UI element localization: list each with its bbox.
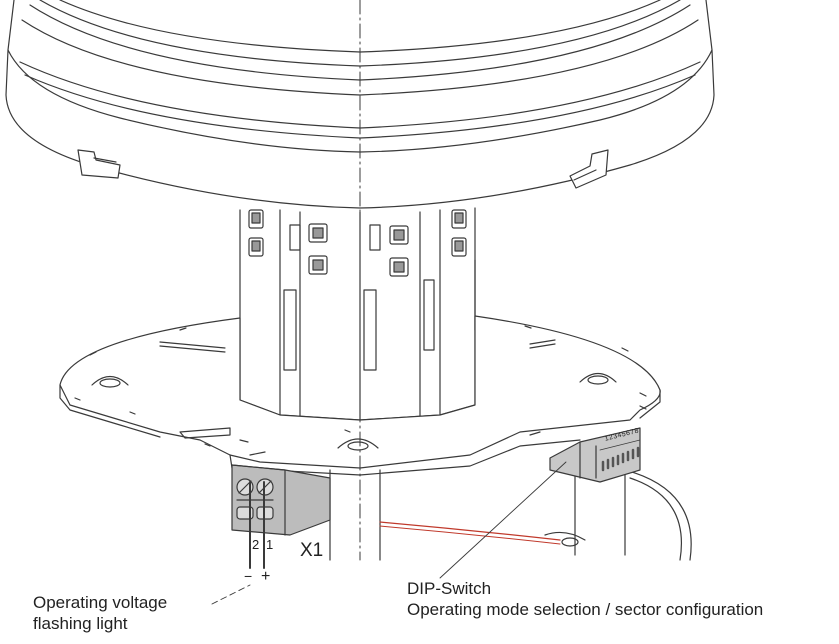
pin-label-1: 1 xyxy=(266,537,274,552)
label-dip-switch-line1: DIP-Switch xyxy=(407,579,492,598)
label-dip-switch: DIP-Switch Operating mode selection / se… xyxy=(407,578,763,620)
dip-switch xyxy=(549,427,641,483)
lower-housing xyxy=(329,469,692,561)
pin-label-2: 2 xyxy=(252,537,260,552)
label-dip-switch-line2: Operating mode selection / sector config… xyxy=(407,600,764,619)
leader-line-voltage xyxy=(211,584,251,605)
terminal-block-x1 xyxy=(231,464,331,569)
plus-sign: + xyxy=(261,568,271,585)
terminal-label-x1: X1 xyxy=(300,540,324,561)
minus-sign: − xyxy=(244,568,253,584)
label-operating-voltage: Operating voltage flashing light xyxy=(33,592,167,634)
leader-line-dip xyxy=(439,461,567,579)
label-operating-voltage-line2: flashing light xyxy=(33,614,128,633)
label-operating-voltage-line1: Operating voltage xyxy=(33,593,168,612)
led-column xyxy=(239,207,476,421)
